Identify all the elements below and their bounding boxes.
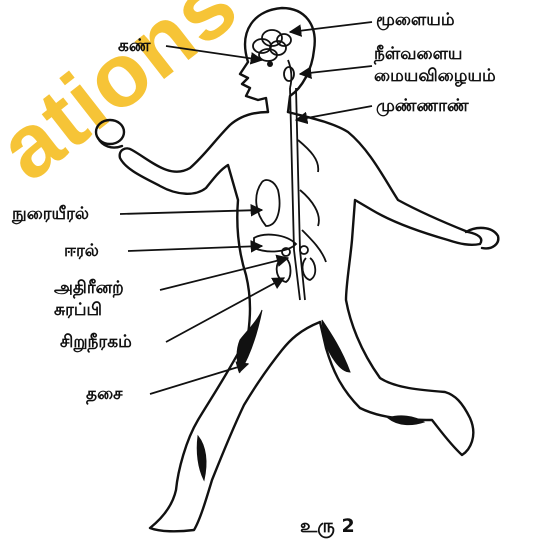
arrow-adrenal: [160, 258, 288, 290]
label-brain: மூளையம்: [376, 10, 455, 30]
label-liver: ஈரல்: [64, 241, 99, 261]
label-kidney: சிறுநீரகம்: [60, 332, 132, 352]
arrow-muscle: [150, 364, 248, 394]
label-medulla-line2: மையவிழையம்: [374, 66, 496, 86]
label-muscle: தசை: [86, 384, 123, 404]
arrow-brain: [290, 22, 372, 32]
label-medulla-line1: நீள்வளைய: [374, 44, 463, 64]
label-eye: கண்: [118, 36, 151, 56]
arrow-eye: [166, 46, 262, 60]
eye-shape: [267, 61, 273, 67]
label-adrenal-line1: அதிரீனற்: [54, 278, 124, 298]
arrow-kidney: [166, 278, 284, 342]
arrow-liver: [128, 246, 262, 251]
nervous-system: [253, 30, 326, 300]
label-spinal-cord: முண்ணாண்: [376, 96, 469, 116]
label-adrenal-line2: சுரப்பி: [54, 300, 102, 320]
arrow-lungs: [120, 210, 262, 214]
figure-caption: உரு 2: [300, 515, 355, 540]
muscles: [197, 310, 424, 480]
arrow-spinal: [296, 106, 372, 120]
label-lungs: நுரையீரல்: [12, 204, 89, 224]
